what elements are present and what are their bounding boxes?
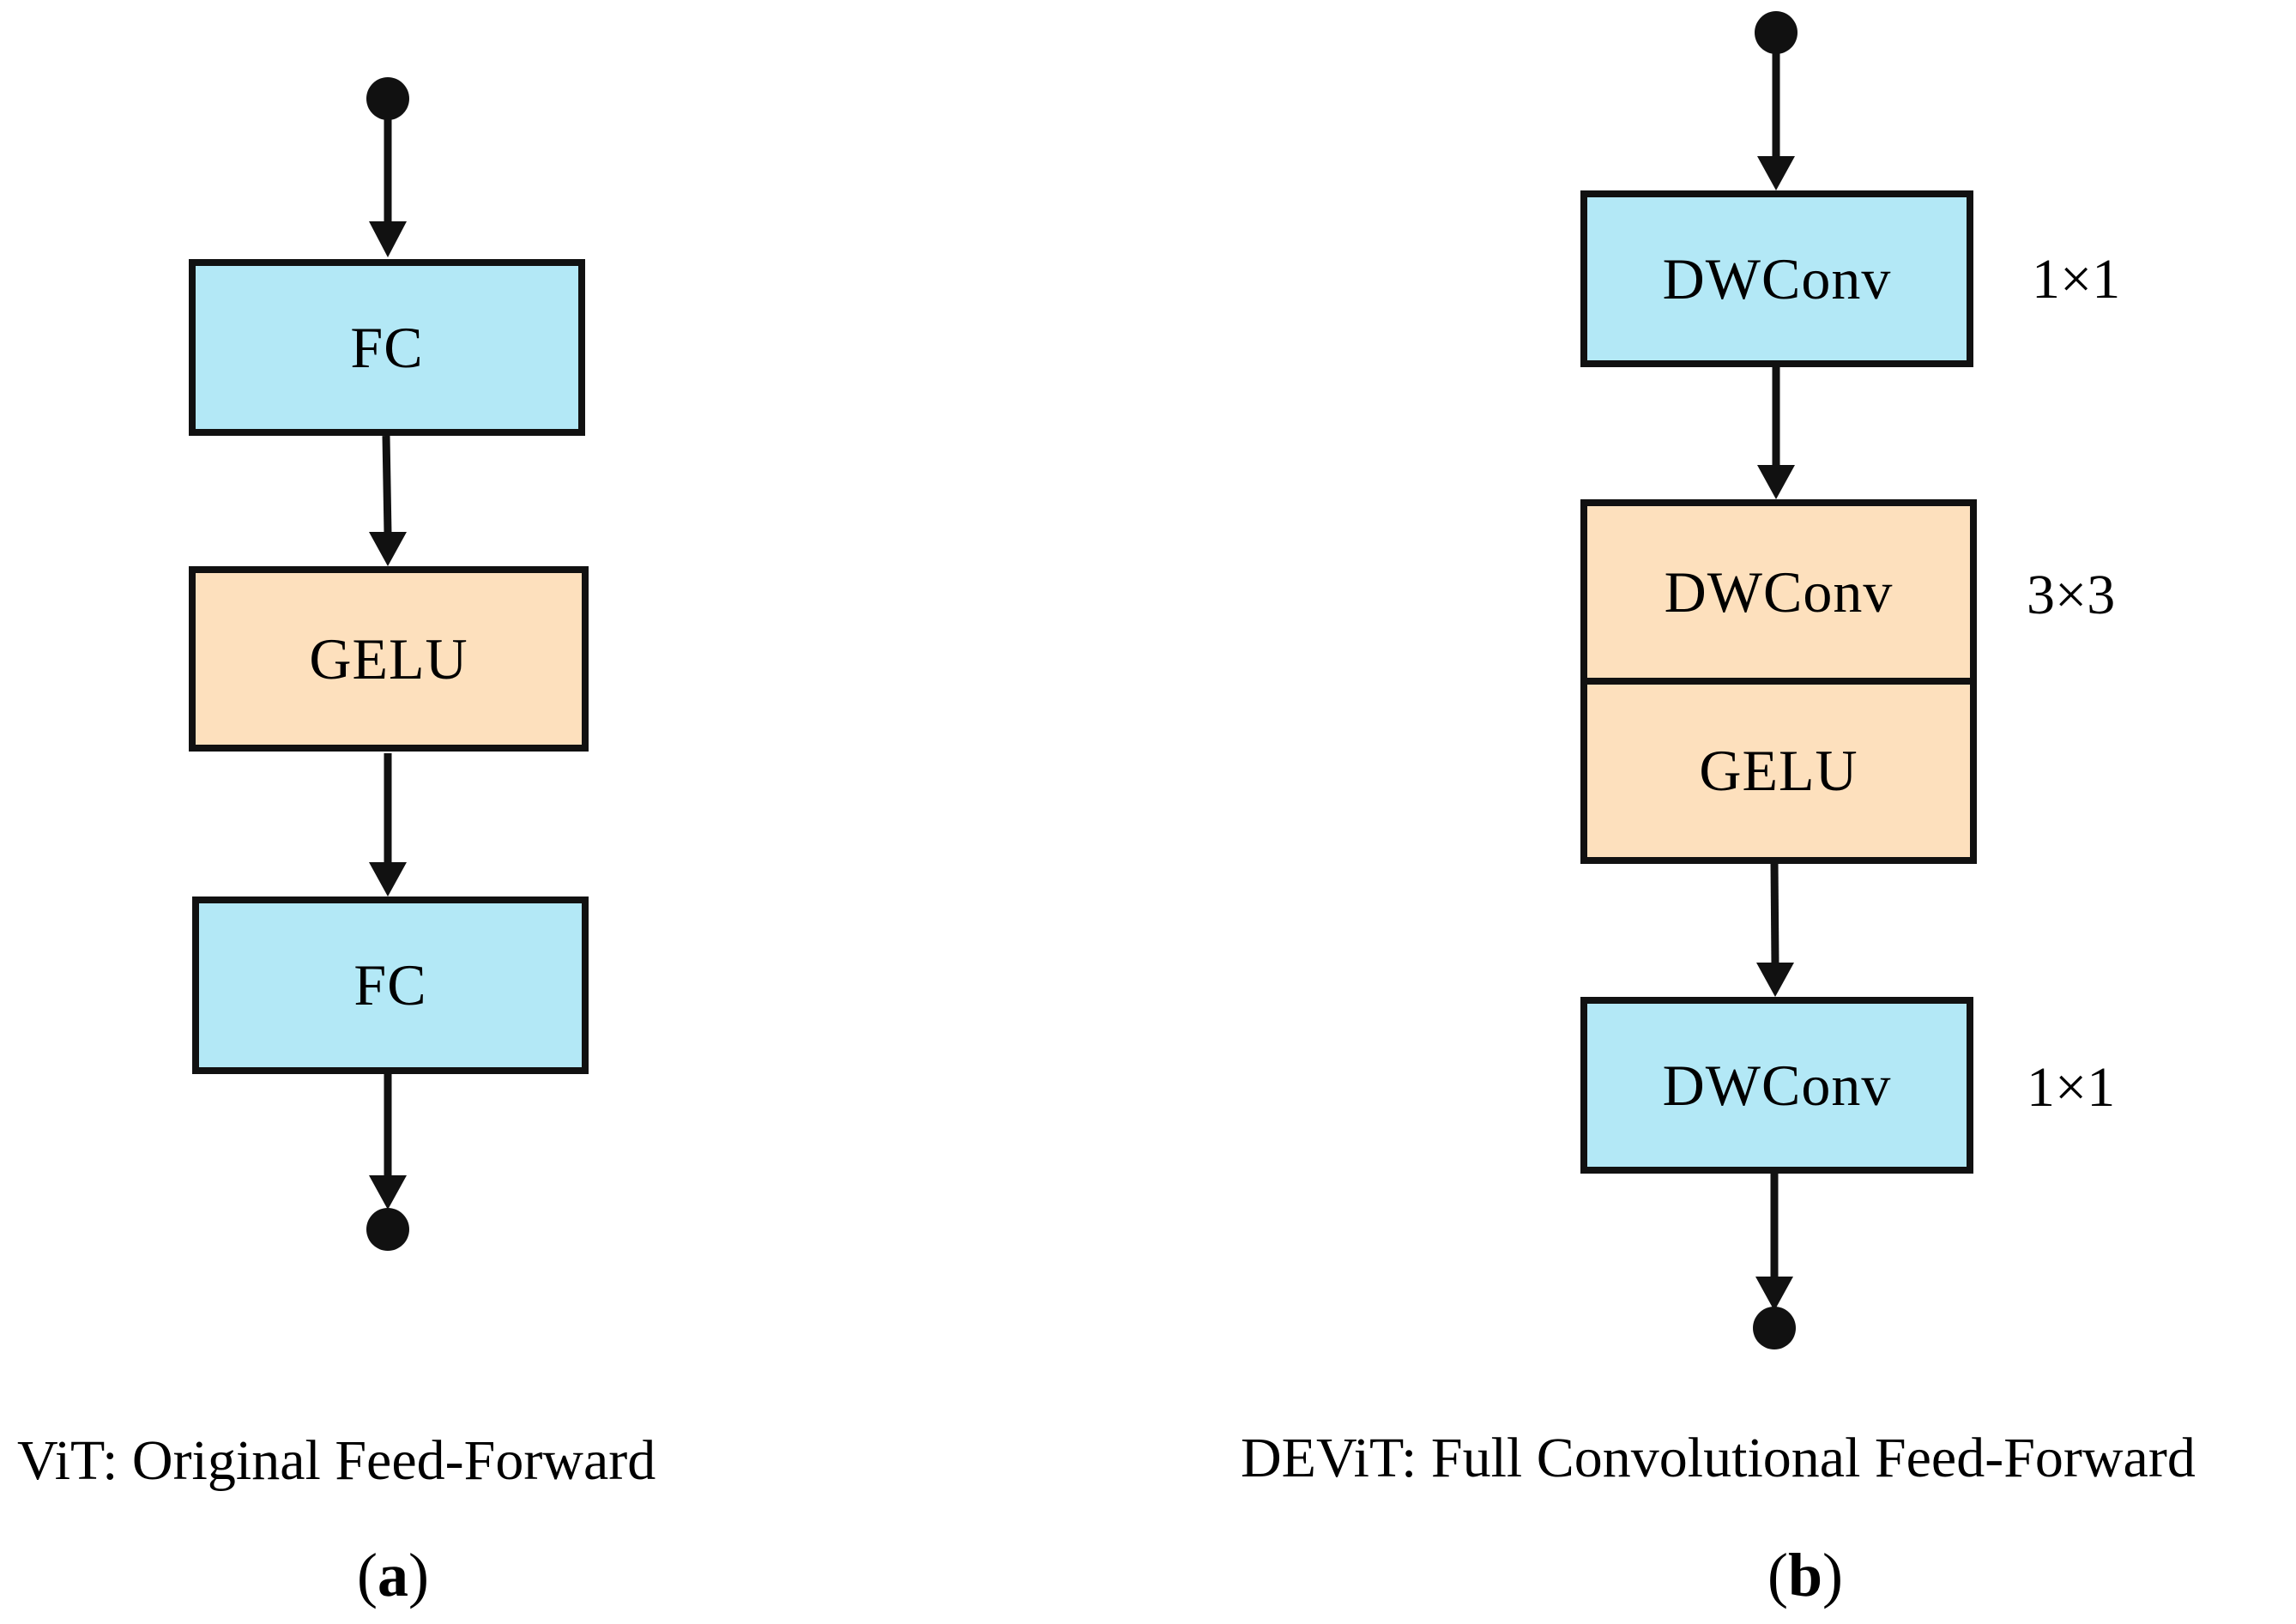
fc-block-1-label: FC: [350, 314, 424, 380]
dwconv-1x1-block-1: DWConv: [1580, 190, 1973, 367]
subfigure-label-a: (a): [357, 1541, 429, 1609]
flow-arrows-b: [1753, 11, 1798, 1349]
panel-b: DWConv 1×1 DWConv 3×3 GELU DWConv 1×1 DE…: [1148, 0, 2296, 1624]
fc-block-2-label: FC: [353, 952, 427, 1017]
arrow: [382, 435, 392, 534]
dwconv-1x1-block-2: DWConv: [1580, 997, 1973, 1174]
arrowhead: [369, 862, 407, 897]
input-node: [1755, 11, 1798, 54]
fc-block-1: FC: [189, 259, 585, 436]
dwconv-3x3-block: DWConv: [1580, 499, 1977, 685]
arrow: [1770, 861, 1779, 966]
gelu-block-label: GELU: [309, 625, 468, 691]
caption-a: ViT: Original Feed-Forward: [17, 1429, 656, 1492]
input-node: [366, 77, 409, 120]
kernel-size-1x1-bottom: 1×1: [2027, 1056, 2116, 1119]
flow-arrows-a: [366, 77, 409, 1251]
subfigure-letter-b: b: [1787, 1541, 1823, 1609]
fc-block-2: FC: [192, 897, 589, 1074]
subfigure-label-b: (b): [1767, 1541, 1844, 1609]
gelu-block-b-label: GELU: [1699, 738, 1858, 803]
arrowhead: [369, 221, 407, 257]
gelu-block: GELU: [189, 566, 589, 752]
output-node: [366, 1208, 409, 1251]
arrowhead: [1756, 963, 1794, 997]
kernel-size-3x3: 3×3: [2027, 564, 2116, 626]
gelu-block-b: GELU: [1580, 678, 1977, 864]
subfigure-letter-a: a: [377, 1541, 408, 1609]
output-node: [1753, 1307, 1796, 1349]
kernel-size-1x1-top: 1×1: [2032, 248, 2121, 311]
panel-a: FC GELU FC ViT: Original Feed-Forward (a…: [17, 77, 656, 1609]
dwconv-1x1-block-1-label: DWConv: [1662, 245, 1892, 311]
dwconv-1x1-block-2-label: DWConv: [1662, 1052, 1892, 1118]
arrowhead: [1755, 1277, 1793, 1311]
arrowhead: [369, 532, 407, 566]
dwconv-3x3-block-label: DWConv: [1664, 558, 1894, 625]
caption-b: DEViT: Full Convolutional Feed-Forward: [1241, 1427, 2196, 1489]
arrowhead: [1757, 156, 1795, 190]
arrowhead: [1757, 465, 1795, 499]
arrowhead: [369, 1175, 407, 1210]
